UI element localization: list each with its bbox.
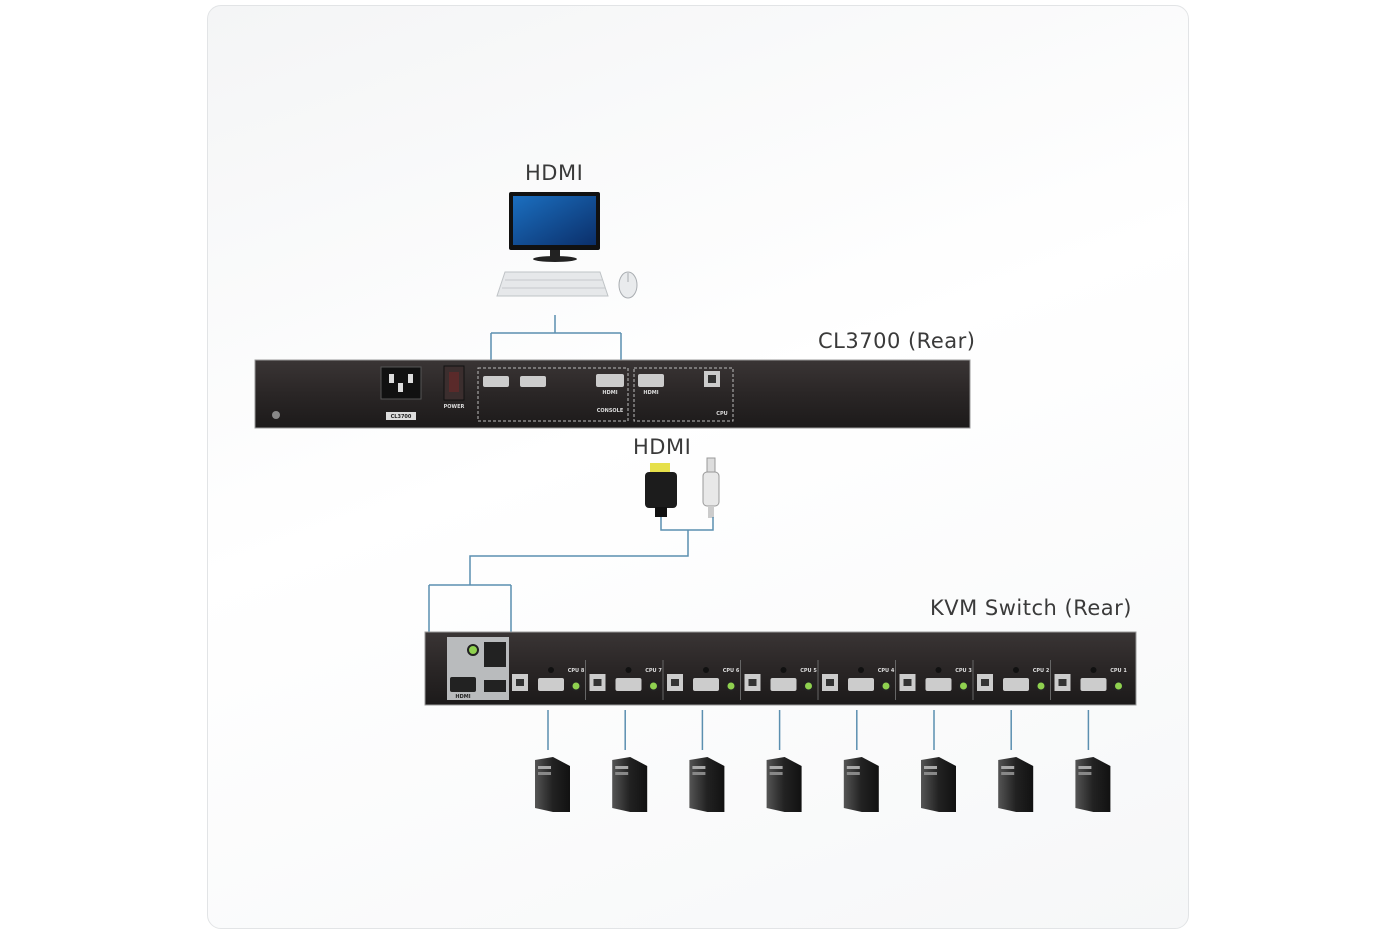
cable-hdmi-title: HDMI [633,435,692,459]
audio-jack[interactable] [803,680,814,692]
computer-icon [535,710,570,812]
cpu-hdmi-port[interactable] [638,374,664,387]
port-label: CPU 7 [645,668,662,674]
mouse-icon [618,271,638,299]
monitor-icon [509,192,600,262]
port-label: CPU 3 [955,668,972,674]
kvm-cpu-port-group: CPU 7 [585,660,662,700]
hdmi-port[interactable] [1003,678,1029,691]
keyboard-usb-port[interactable] [483,376,509,387]
computer-icon [689,710,725,812]
computer-icon [1075,710,1111,812]
port-label: CPU 5 [800,668,817,674]
audio-jack[interactable] [880,680,892,692]
audio-jack[interactable] [1035,680,1047,692]
cpu-hdmi-label: HDMI [643,390,658,396]
hdmi-port[interactable] [615,678,642,691]
kvm-title: KVM Switch (Rear) [930,596,1132,620]
hdmi-port[interactable] [770,678,797,691]
ground-screw-icon [272,411,280,419]
hdmi-port[interactable] [848,678,874,691]
port-label: CPU 4 [878,668,895,674]
hdmi-port[interactable] [693,678,719,691]
computer-icon [612,710,648,812]
hdmi-port[interactable] [1080,678,1107,691]
console-hdmi-label: HDMI [602,390,617,396]
model-label: CL3700 [391,414,412,420]
port-label: CPU 1 [1110,668,1127,674]
kvm-cpu-port-group: CPU 2 [972,660,1050,700]
kvm-cpu-port-group: CPU 6 [662,660,740,700]
kvm-rear-panel: HDMI CPU 8 CPU 7 CPU 6 CPU 5 CPU 4 CPU 3 CPU 2… [424,631,1137,706]
port-label: CPU 6 [723,668,740,674]
audio-jack[interactable] [725,680,737,692]
cpu-label: CPU [716,411,727,417]
audio-jack[interactable] [570,680,582,692]
kvm-cpu-port-group: CPU 8 [512,667,585,692]
power-label: POWER [444,404,465,410]
computer-icon [998,710,1034,812]
audio-jack[interactable] [958,680,969,692]
keyboard-icon [496,271,609,297]
console-label: CONSOLE [597,408,624,414]
kvm-cpu-port-group: CPU 4 [817,660,895,700]
cl3700-rear-panel: CL3700 POWER HDMI CONSOLE HDMI CPU [254,359,971,429]
port-label: CPU 8 [568,668,585,674]
hdmi-port[interactable] [538,678,564,691]
kvm-cpu-port-group: CPU 3 [895,660,972,700]
computer-icon [766,710,802,812]
audio-jack[interactable] [1113,680,1124,692]
console-cables [490,315,622,360]
kvm-cables [428,517,714,632]
console-hdmi-title: HDMI [525,161,584,185]
console-hdmi-port[interactable] [596,374,624,387]
hdmi-connector-icon [645,463,677,517]
kvm-cpu-port-group: CPU 5 [740,660,817,700]
mouse-usb-port[interactable] [520,376,546,387]
computer-icon [843,710,879,812]
kvm-cpu-port-group: CPU 1 [1050,660,1127,700]
port-label: CPU 2 [1033,668,1050,674]
usb-connector-icon [702,457,720,518]
cl3700-title: CL3700 (Rear) [818,329,976,353]
computer-icon [921,710,956,812]
kvm-hdmi-label: HDMI [455,694,470,700]
hdmi-port[interactable] [925,678,952,691]
audio-jack[interactable] [648,680,659,692]
